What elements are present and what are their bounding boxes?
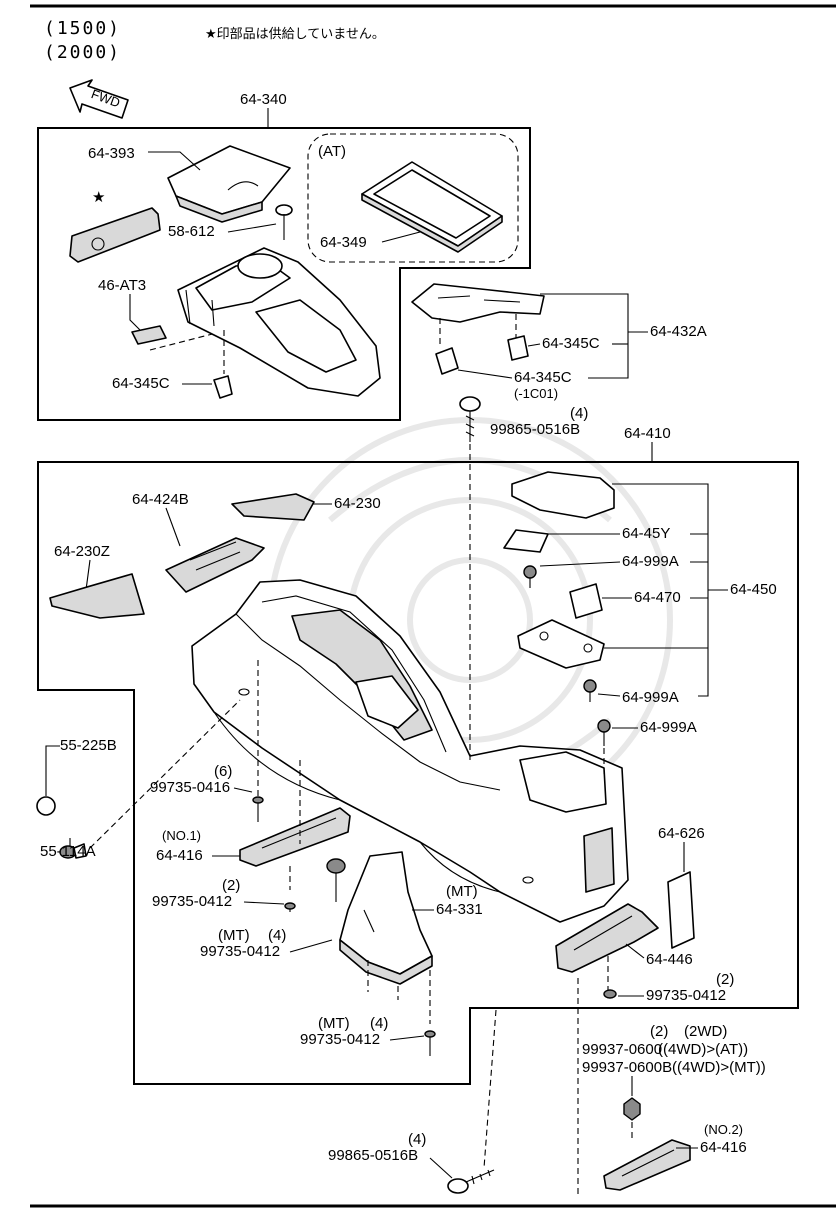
label-qty-4-b: (4) — [268, 927, 286, 944]
label-64-340: 64-340 — [240, 91, 287, 108]
part-99865-0516b-a — [459, 396, 481, 442]
part-64-416-no1 — [239, 807, 351, 867]
label-64-230z: 64-230Z — [54, 543, 110, 560]
part-58-612 — [275, 204, 293, 240]
label-58-612: 58-612 — [168, 223, 215, 240]
part-64-331-shift-boot — [339, 851, 433, 985]
part-64-349 — [361, 161, 503, 253]
part-99735-0412-a — [284, 902, 296, 912]
label-qty-2-c: (2) — [650, 1023, 668, 1040]
part-64-446 — [555, 903, 659, 973]
part-64-999a-a — [523, 565, 537, 588]
label-2wd: (2WD) — [684, 1023, 727, 1040]
fwd-arrow: FWD — [69, 79, 129, 119]
label-64-416-a: 64-416 — [156, 847, 203, 864]
not-supplied-star: ★ — [92, 189, 105, 206]
model-code-2000: (2000) — [44, 42, 121, 63]
label-qty-4-a: (4) — [570, 405, 588, 422]
label-64-626: 64-626 — [658, 825, 705, 842]
part-latch-bracket — [517, 619, 605, 669]
label-99937-0600b: 99937-0600B — [582, 1059, 672, 1076]
label-46-at3: 46-AT3 — [98, 277, 146, 294]
part-46-at3 — [131, 325, 167, 345]
label-99865-0516b-b: 99865-0516B — [328, 1147, 418, 1164]
part-64-345c-a — [213, 375, 233, 399]
part-64-432a-trim — [411, 283, 545, 346]
label-no2: (NO.2) — [704, 1122, 743, 1137]
part-64-416-no2 — [603, 1139, 691, 1191]
model-code-1500: (1500) — [44, 18, 121, 39]
part-64-230z — [49, 573, 145, 619]
part-64-345c-b — [507, 335, 529, 361]
part-99937-0600-nut — [623, 1097, 641, 1121]
group-frame-64-340 — [37, 127, 531, 421]
label-99735-0412-c: 99735-0412 — [646, 987, 726, 1004]
label-64-410: 64-410 — [624, 425, 671, 442]
label-99865-0516b-a: 99865-0516B — [490, 421, 580, 438]
label-99735-0412-d: 99735-0412 — [300, 1031, 380, 1048]
part-99865-0516b-b — [447, 1169, 495, 1194]
part-99735-0416 — [252, 796, 264, 822]
supply-note: ★印部品は供給していません。 — [205, 27, 385, 42]
label-mt-b: (MT) — [446, 883, 478, 900]
label-99937-0600b-note: ((4WD)>(MT)) — [672, 1059, 766, 1076]
label-at: (AT) — [318, 143, 346, 160]
part-64-230 — [231, 493, 315, 521]
part-99735-0412-c — [603, 989, 617, 999]
label-qty-2-a: (2) — [222, 877, 240, 894]
label-99735-0412-a: 99735-0412 — [152, 893, 232, 910]
part-64-999a-b — [583, 679, 597, 702]
label-64-999a-b: 64-999A — [622, 689, 679, 706]
label-64-432a: 64-432A — [650, 323, 707, 340]
part-64-45y — [503, 529, 549, 553]
label-64-470: 64-470 — [634, 589, 681, 606]
label-99735-0412-b: 99735-0412 — [200, 943, 280, 960]
label-64-450: 64-450 — [730, 581, 777, 598]
label-qty-6: (6) — [214, 763, 232, 780]
label-64-446: 64-446 — [646, 951, 693, 968]
label-64-230: 64-230 — [334, 495, 381, 512]
part-upper-console-panel — [177, 247, 381, 397]
part-99735-0412-d — [424, 1030, 436, 1056]
label-64-424b: 64-424B — [132, 491, 189, 508]
label-99937-0600-note: ((4WD)>(AT)) — [658, 1041, 748, 1058]
label-64-345c-b: 64-345C — [542, 335, 600, 352]
label-qty-4-d: (4) — [408, 1131, 426, 1148]
label-64-331: 64-331 — [436, 901, 483, 918]
part-64-410-main-console — [191, 579, 629, 923]
label-64-345c-c: 64-345C — [514, 369, 572, 386]
part-55-114a — [59, 843, 87, 859]
part-64-393 — [167, 145, 291, 223]
at-option-box — [307, 133, 519, 263]
label-55-114a: 55-114A — [40, 843, 96, 860]
part-64-424b — [165, 537, 265, 593]
label-55-225b: 55-225B — [60, 737, 117, 754]
part-star-trim — [69, 207, 161, 263]
part-64-470 — [569, 583, 603, 619]
part-armrest-lid — [511, 471, 615, 519]
label-qty-4-c: (4) — [370, 1015, 388, 1032]
label-64-349: 64-349 — [320, 234, 367, 251]
group-frame-64-410 — [37, 461, 799, 1085]
label-99937-0600: 99937-0600 — [582, 1041, 662, 1058]
part-64-626 — [667, 871, 695, 949]
part-55-225b — [36, 796, 56, 816]
label-64-416-b: 64-416 — [700, 1139, 747, 1156]
part-99735-0412-b — [326, 858, 346, 902]
label-mt-c: (MT) — [318, 1015, 350, 1032]
label-64-393: 64-393 — [88, 145, 135, 162]
label-no1: (NO.1) — [162, 828, 201, 843]
label-99735-0416: 99735-0416 — [150, 779, 230, 796]
label-64-345c-a: 64-345C — [112, 375, 170, 392]
part-64-345c-c — [435, 347, 459, 375]
label-64-999a-a: 64-999A — [622, 553, 679, 570]
label-qty-2-b: (2) — [716, 971, 734, 988]
label-mt-a: (MT) — [218, 927, 250, 944]
label-64-45y: 64-45Y — [622, 525, 670, 542]
label-64-345c-c-note: (-1C01) — [514, 386, 558, 401]
label-64-999a-c: 64-999A — [640, 719, 697, 736]
part-64-999a-c — [597, 719, 611, 746]
